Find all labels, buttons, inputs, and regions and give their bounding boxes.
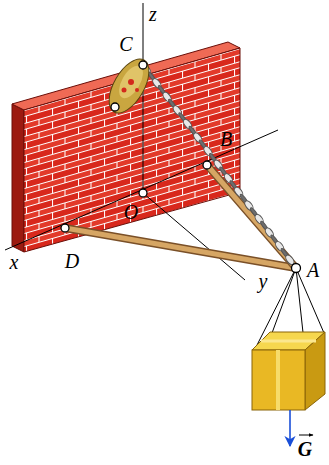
force-label: G [298,439,312,459]
brick-wall [12,42,240,252]
axis-label: z [149,4,157,24]
point-label: C [119,34,132,54]
cargo-box [252,332,325,410]
axis-label: y [259,271,268,291]
point-label: D [65,251,79,271]
axis-label: x [10,252,19,272]
joint-points [61,61,301,273]
chain [141,64,296,268]
point-label: A [307,260,319,280]
point-label: B [220,129,232,149]
chain-line [143,65,296,268]
wooden-bars [65,165,296,268]
point-label: O [124,202,138,222]
pulley-bracket [101,53,157,120]
